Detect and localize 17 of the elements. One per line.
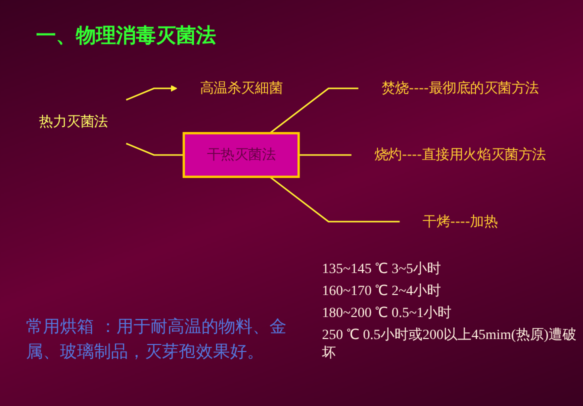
note-text: 常用烘箱 ：用于耐高温的物料、金属、玻璃制品，灭芽孢效果好。 (26, 316, 288, 364)
temperature-note: 250 ℃ 0.5小时或200以上45mim(热原)遭破坏 (322, 326, 577, 362)
node-text: 焚烧----最彻底的灭菌方法 (381, 80, 540, 96)
node-text: 高温杀灭細菌 (200, 80, 283, 96)
temperature-note: 135~145 ℃ 3~5小时 (322, 260, 442, 278)
connector (269, 176, 400, 222)
connector (126, 142, 184, 156)
node-text: 干烤----加热 (422, 214, 498, 230)
node-text: 热力灭菌法 (39, 114, 108, 130)
node-box: 干热灭菌法 (182, 132, 300, 178)
connector (269, 88, 358, 134)
connector (298, 154, 352, 156)
temperature-note: 180~200 ℃ 0.5~1小时 (322, 304, 453, 322)
node-text: 烧灼----直接用火焰灭菌方法 (374, 146, 546, 164)
slide-title: 一、物理消毒灭菌法 (36, 22, 216, 49)
temperature-note: 160~170 ℃ 2~4小时 (322, 282, 442, 300)
arrow (126, 85, 178, 101)
